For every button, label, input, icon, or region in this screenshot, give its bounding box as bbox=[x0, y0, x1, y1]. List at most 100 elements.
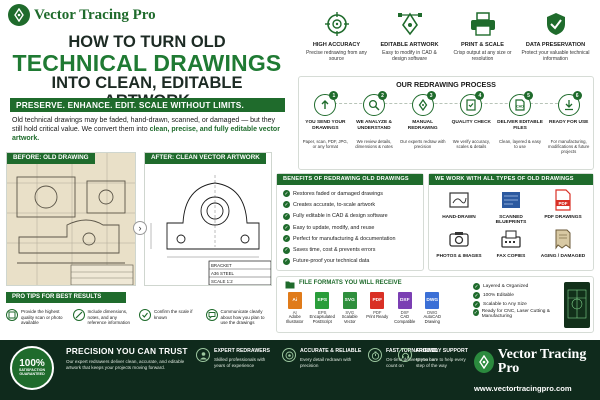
format-dwg: DWG DWG AutoCAD Drawing bbox=[419, 292, 447, 325]
brand-logo[interactable]: Vector Tracing Pro bbox=[8, 4, 156, 26]
title-block-scale: SCALE 1:2 bbox=[211, 279, 233, 284]
benefit-text: Perfect for manufacturing & documentatio… bbox=[293, 235, 396, 242]
footer-bar: 100% SATISFACTION GUARANTEED PRECISION Y… bbox=[0, 340, 600, 400]
formats-title: FILE FORMATS YOU WILL RECEIVE bbox=[299, 280, 402, 286]
list-item: ✓Scalable to Any Size bbox=[473, 300, 563, 309]
check-icon: ✓ bbox=[283, 235, 290, 243]
pro-tips-section: PRO TIPS FOR BEST RESULTS Provide the hi… bbox=[6, 292, 272, 334]
tip-text: Confirm the scale if known bbox=[154, 309, 193, 320]
svg-file-icon: SVG bbox=[342, 292, 357, 309]
pen-nib-icon bbox=[8, 4, 30, 26]
expert-icon bbox=[196, 348, 210, 362]
blueprint-icon bbox=[485, 188, 537, 212]
benefits-list: ✓Restores faded or damaged drawings ✓Cre… bbox=[277, 185, 423, 267]
step-desc: For manufacturing, modifications & futur… bbox=[548, 139, 590, 155]
step-title: MANUAL REDRAWING bbox=[407, 120, 438, 131]
check-icon: ✓ bbox=[283, 190, 290, 198]
website-link[interactable]: www.vectortracingpro.com bbox=[474, 384, 572, 393]
feature-title: DATA PRESERVATION bbox=[525, 42, 586, 48]
format-feature-text: 100% Editable bbox=[483, 293, 514, 298]
ai-file-icon: Ai bbox=[287, 292, 302, 309]
step-desc: Our experts redraw with precision bbox=[399, 139, 446, 150]
old-drawing-sketch bbox=[7, 153, 135, 285]
type-hand-drawn: HAND-DRAWN bbox=[433, 188, 485, 227]
format-pdf: PDF PDF Print Ready bbox=[364, 292, 392, 325]
target-icon bbox=[282, 348, 296, 362]
format-ext: PDF bbox=[373, 310, 382, 315]
types-grid: HAND-DRAWN SCANNED BLUEPRINTS PDF PDF DR… bbox=[429, 185, 593, 269]
format-ext: SVG bbox=[345, 310, 355, 315]
checklist-icon: 4 bbox=[460, 91, 485, 116]
next-arrow-icon: › bbox=[133, 221, 147, 235]
tips-list: Provide the highest quality scan or phot… bbox=[6, 309, 272, 326]
trust-title: PRECISION YOU CAN TRUST bbox=[66, 346, 188, 356]
before-drawing-image: BEFORE: OLD DRAWING bbox=[6, 152, 136, 286]
feature-desc: Protect your valuable technical informat… bbox=[521, 50, 590, 63]
format-name: Print Ready bbox=[366, 314, 389, 319]
format-eps: EPS EPS Encapsulated PostScript bbox=[309, 292, 337, 325]
step-desc: We review details, dimensions & notes bbox=[355, 139, 393, 150]
list-item: ✓Layered & Organized bbox=[473, 282, 563, 291]
footer-col-desc: We're here to help every step of the way bbox=[416, 357, 466, 369]
list-item: ✓100% Editable bbox=[473, 291, 563, 300]
scale-check-icon bbox=[139, 309, 151, 321]
title-block-part: BRACKET bbox=[211, 263, 232, 268]
feature-data-preservation: DATA PRESERVATION Protect your valuable … bbox=[519, 10, 592, 75]
type-photos-images: PHOTOS & IMAGES bbox=[433, 227, 485, 266]
feature-title: HIGH ACCURACY bbox=[312, 42, 361, 48]
cad-wireframe-image bbox=[564, 282, 590, 328]
benefits-title: BENEFITS OF REDRAWING OLD DRAWINGS bbox=[277, 174, 423, 185]
headline-line-1: HOW TO TURN OLD bbox=[68, 33, 226, 51]
ruler-icon bbox=[72, 309, 85, 321]
step-title: YOU SEND YOUR DRAWINGS bbox=[305, 120, 346, 131]
benefit-text: Future-proof your technical data bbox=[293, 258, 370, 265]
folder-icon bbox=[285, 281, 295, 289]
benefits-panel: BENEFITS OF REDRAWING OLD DRAWINGS ✓Rest… bbox=[276, 173, 424, 271]
feature-strip: HIGH ACCURACY Precise redrawing from any… bbox=[300, 10, 592, 75]
intro-text: Old technical drawings may be faded, han… bbox=[12, 117, 276, 134]
benefit-text: Creates accurate, to-scale artwork bbox=[293, 201, 376, 208]
trust-desc: Our expert redrawers deliver clean, accu… bbox=[66, 359, 185, 371]
check-icon: ✓ bbox=[283, 246, 290, 254]
step-number: 1 bbox=[329, 91, 339, 100]
feature-title: EDITABLE ARTWORK bbox=[380, 42, 439, 48]
satisfaction-seal-icon: 100% SATISFACTION GUARANTEED bbox=[10, 346, 54, 390]
footer-col-title: FRIENDLY SUPPORT bbox=[416, 348, 468, 354]
file-formats-panel: FILE FORMATS YOU WILL RECEIVE Ai AI Adob… bbox=[276, 276, 594, 333]
process-panel: OUR REDRAWING PROCESS 1 YOU SEND YOUR DR… bbox=[298, 76, 594, 170]
title-block: BRACKET A36 STEEL SCALE 1:2 bbox=[211, 262, 234, 285]
stopwatch-icon bbox=[368, 348, 382, 362]
process-step-1: 1 YOU SEND YOUR DRAWINGS Paper, scan, PD… bbox=[301, 90, 350, 154]
title-block-material: A36 STEEL bbox=[211, 271, 234, 276]
format-ext: DWG bbox=[427, 310, 438, 315]
format-name: CAD Compatible bbox=[394, 314, 416, 324]
printer-icon bbox=[448, 10, 517, 38]
process-connector bbox=[319, 103, 573, 104]
check-icon: ✓ bbox=[283, 201, 290, 209]
pen-tool-icon bbox=[375, 10, 444, 38]
tip-text: Provide the highest quality scan or phot… bbox=[21, 309, 63, 326]
step-number: 3 bbox=[426, 91, 436, 100]
tip-item: Include dimensions, notes, and any refer… bbox=[72, 309, 140, 326]
list-item: ✓Perfect for manufacturing & documentati… bbox=[277, 233, 423, 244]
step-title: DELIVER EDITABLE FILES bbox=[497, 120, 543, 131]
footer-brand-logo[interactable]: Vector Tracing Pro bbox=[474, 348, 600, 376]
format-name: Adobe Illustrator bbox=[286, 314, 304, 324]
footer-feature-support: FRIENDLY SUPPORT We're here to help every… bbox=[398, 348, 470, 370]
check-icon: ✓ bbox=[283, 257, 290, 265]
tip-text: Communicate clearly about how you plan t… bbox=[220, 309, 265, 326]
upload-icon: 1 bbox=[314, 91, 339, 116]
type-label: SCANNED BLUEPRINTS bbox=[495, 215, 527, 225]
download-icon: 6 bbox=[557, 91, 582, 116]
format-feature-text: Layered & Organized bbox=[483, 284, 529, 289]
pen-icon: 3 bbox=[411, 91, 436, 116]
headset-icon bbox=[398, 348, 412, 362]
fax-icon bbox=[485, 227, 537, 251]
types-title: WE WORK WITH ALL TYPES OF OLD DRAWINGS bbox=[429, 174, 593, 185]
intro-highlight: clean, precise, and fully editable vecto… bbox=[12, 126, 280, 143]
format-dxf: DXF DXF CAD Compatible bbox=[391, 292, 419, 325]
footer-col-title: ACCURATE & RELIABLE bbox=[300, 348, 362, 354]
